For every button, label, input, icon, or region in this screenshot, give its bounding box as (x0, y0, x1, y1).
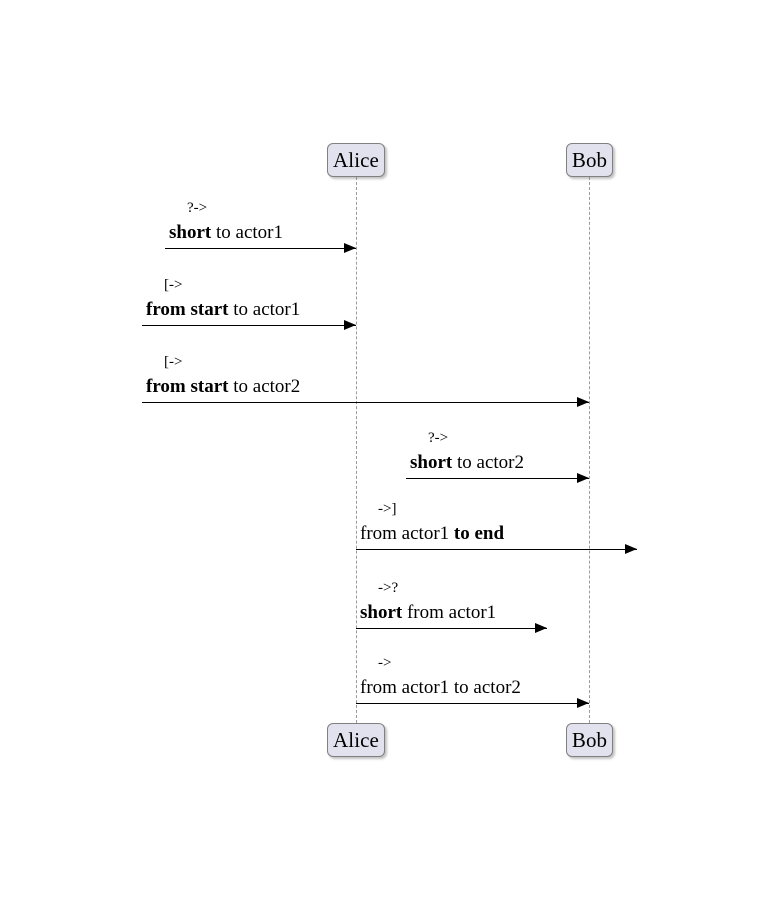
arrowhead-icon (344, 319, 356, 330)
actor-box-actor2-bottom[interactable]: Bob (566, 723, 613, 757)
message-label-part: from start (146, 376, 229, 397)
message-label-part: from actor1 to actor2 (360, 677, 521, 698)
message-label: from start to actor2 (146, 377, 300, 396)
arrowhead-icon (577, 472, 589, 483)
message-label-part: from actor1 (360, 523, 454, 544)
message-label-part: to actor2 (452, 452, 524, 473)
message-line (356, 628, 547, 629)
message-tag: [-> (164, 277, 183, 293)
actor-box-actor2-top[interactable]: Bob (566, 143, 613, 177)
message-label-part: to actor1 (228, 299, 301, 320)
message-tag: ?-> (428, 430, 449, 446)
arrowhead-icon (535, 622, 547, 633)
actor-label: Bob (571, 727, 608, 752)
message-tag: ->? (378, 580, 399, 596)
message-line (356, 703, 589, 704)
lifeline-actor2 (589, 177, 590, 723)
arrowhead-icon (344, 242, 356, 253)
message-line (165, 248, 356, 249)
message-label-part: to actor2 (228, 376, 301, 397)
message-tag: ?-> (187, 200, 208, 216)
message-label-part: from actor1 (402, 602, 497, 623)
message-tag: ->] (378, 501, 397, 517)
message-label-part: short (169, 222, 212, 243)
arrowhead-icon (577, 697, 589, 708)
message-label-part: short (410, 452, 453, 473)
arrowhead-icon (577, 396, 589, 407)
message-label-part: short (360, 602, 403, 623)
message-tag: [-> (164, 354, 183, 370)
message-line (356, 549, 637, 550)
message-label: from start to actor1 (146, 300, 300, 319)
actor-box-actor1-top[interactable]: Alice (327, 143, 385, 177)
arrowhead-icon (625, 543, 637, 554)
actor-label: Alice (333, 727, 379, 752)
message-label-part: to actor1 (211, 222, 283, 243)
message-label: from actor1 to end (360, 524, 504, 543)
message-label: short from actor1 (360, 603, 496, 622)
message-line (142, 402, 589, 403)
message-label-part: to end (453, 523, 505, 544)
message-tag: -> (378, 655, 392, 671)
message-line (406, 478, 589, 479)
message-label: short to actor1 (169, 223, 283, 242)
lifeline-actor1 (356, 177, 357, 723)
message-line (142, 325, 356, 326)
message-label: short to actor2 (410, 453, 524, 472)
message-label-part: from start (146, 299, 229, 320)
actor-label: Bob (571, 147, 608, 172)
message-label: from actor1 to actor2 (360, 678, 521, 697)
actor-label: Alice (333, 147, 379, 172)
actor-box-actor1-bottom[interactable]: Alice (327, 723, 385, 757)
